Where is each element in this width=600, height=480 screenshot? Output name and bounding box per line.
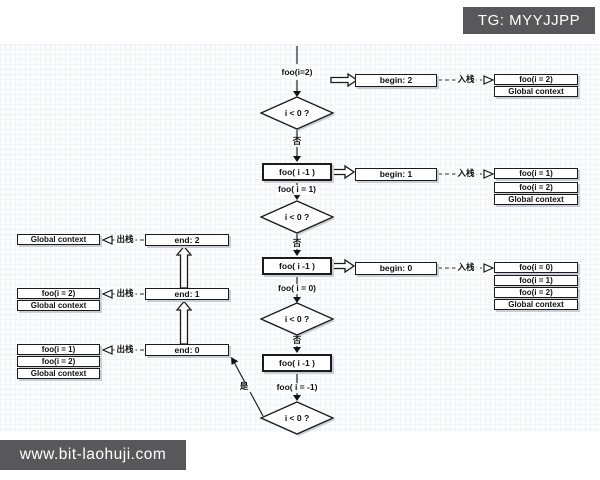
no-branch-label-1: 否: [290, 136, 304, 147]
push-stack-a-row: foo(i = 2): [494, 74, 578, 85]
condition-text-2: i < 0 ?: [284, 212, 310, 222]
no-branch-label-2: 否: [290, 238, 304, 249]
call-box-1: foo( i -1 ): [262, 163, 332, 181]
decision-diamonds: [259, 96, 335, 436]
push-stack-b-row: foo(i = 2): [494, 182, 578, 193]
call-result-label-1: foo( i = 1): [275, 184, 319, 195]
begin-frame-1: begin: 1: [355, 168, 437, 181]
push-label-1: 入栈: [455, 74, 477, 85]
begin-frame-0: begin: 0: [355, 262, 437, 275]
condition-text-1: i < 0 ?: [284, 108, 310, 118]
pop-stack-c-row: Global context: [17, 368, 100, 379]
push-stack-c-row: foo(i = 0): [494, 262, 578, 273]
push-stack-c-row: foo(i = 1): [494, 275, 578, 286]
push-stack-c-row: foo(i = 2): [494, 287, 578, 298]
pop-triangles: [101, 235, 113, 355]
push-stack-b-row: Global context: [494, 194, 578, 205]
push-label-2: 入栈: [455, 168, 477, 179]
pop-label-2: 出栈: [114, 288, 136, 299]
condition-text-4: i < 0 ?: [284, 413, 310, 423]
call-box-2: foo( i -1 ): [262, 257, 332, 275]
tg-watermark-badge: TG: MYYJJPP: [463, 7, 595, 34]
yes-branch-label: 是: [237, 381, 251, 392]
end-frame-0: end: 0: [145, 344, 229, 356]
call-push-arrows: [330, 72, 359, 274]
end-frame-1: end: 1: [145, 288, 229, 300]
flow-arrowheads: [231, 91, 301, 401]
begin-frame-2: begin: 2: [355, 74, 437, 87]
push-stack-a-row: Global context: [494, 86, 578, 97]
call-result-label-3: foo( i = -1): [274, 382, 320, 393]
condition-text-3: i < 0 ?: [284, 314, 310, 324]
pop-stack-b-row: Global context: [17, 300, 100, 311]
entry-call-label: foo(i=2): [279, 67, 315, 78]
call-box-3: foo( i -1 ): [262, 354, 332, 372]
end-frame-2: end: 2: [145, 234, 229, 246]
no-branch-label-3: 否: [290, 335, 304, 346]
pop-stack-c-row: foo(i = 1): [17, 344, 100, 355]
yes-branch-arrowhead: [231, 357, 239, 365]
push-stack-b-row: foo(i = 1): [494, 168, 578, 179]
push-label-3: 入栈: [455, 262, 477, 273]
return-arrows: [175, 245, 193, 345]
push-triangles: [483, 75, 495, 273]
site-watermark-badge: www.bit-laohuji.com: [0, 440, 186, 470]
pop-stack-c-row: foo(i = 2): [17, 356, 100, 367]
call-result-label-2: foo( i = 0): [275, 283, 319, 294]
pop-stack-a-row: Global context: [17, 234, 100, 245]
push-stack-c-row: Global context: [494, 299, 578, 310]
pop-label-3: 出栈: [114, 344, 136, 355]
pop-stack-b-row: foo(i = 2): [17, 288, 100, 299]
pop-label-1: 出栈: [114, 234, 136, 245]
